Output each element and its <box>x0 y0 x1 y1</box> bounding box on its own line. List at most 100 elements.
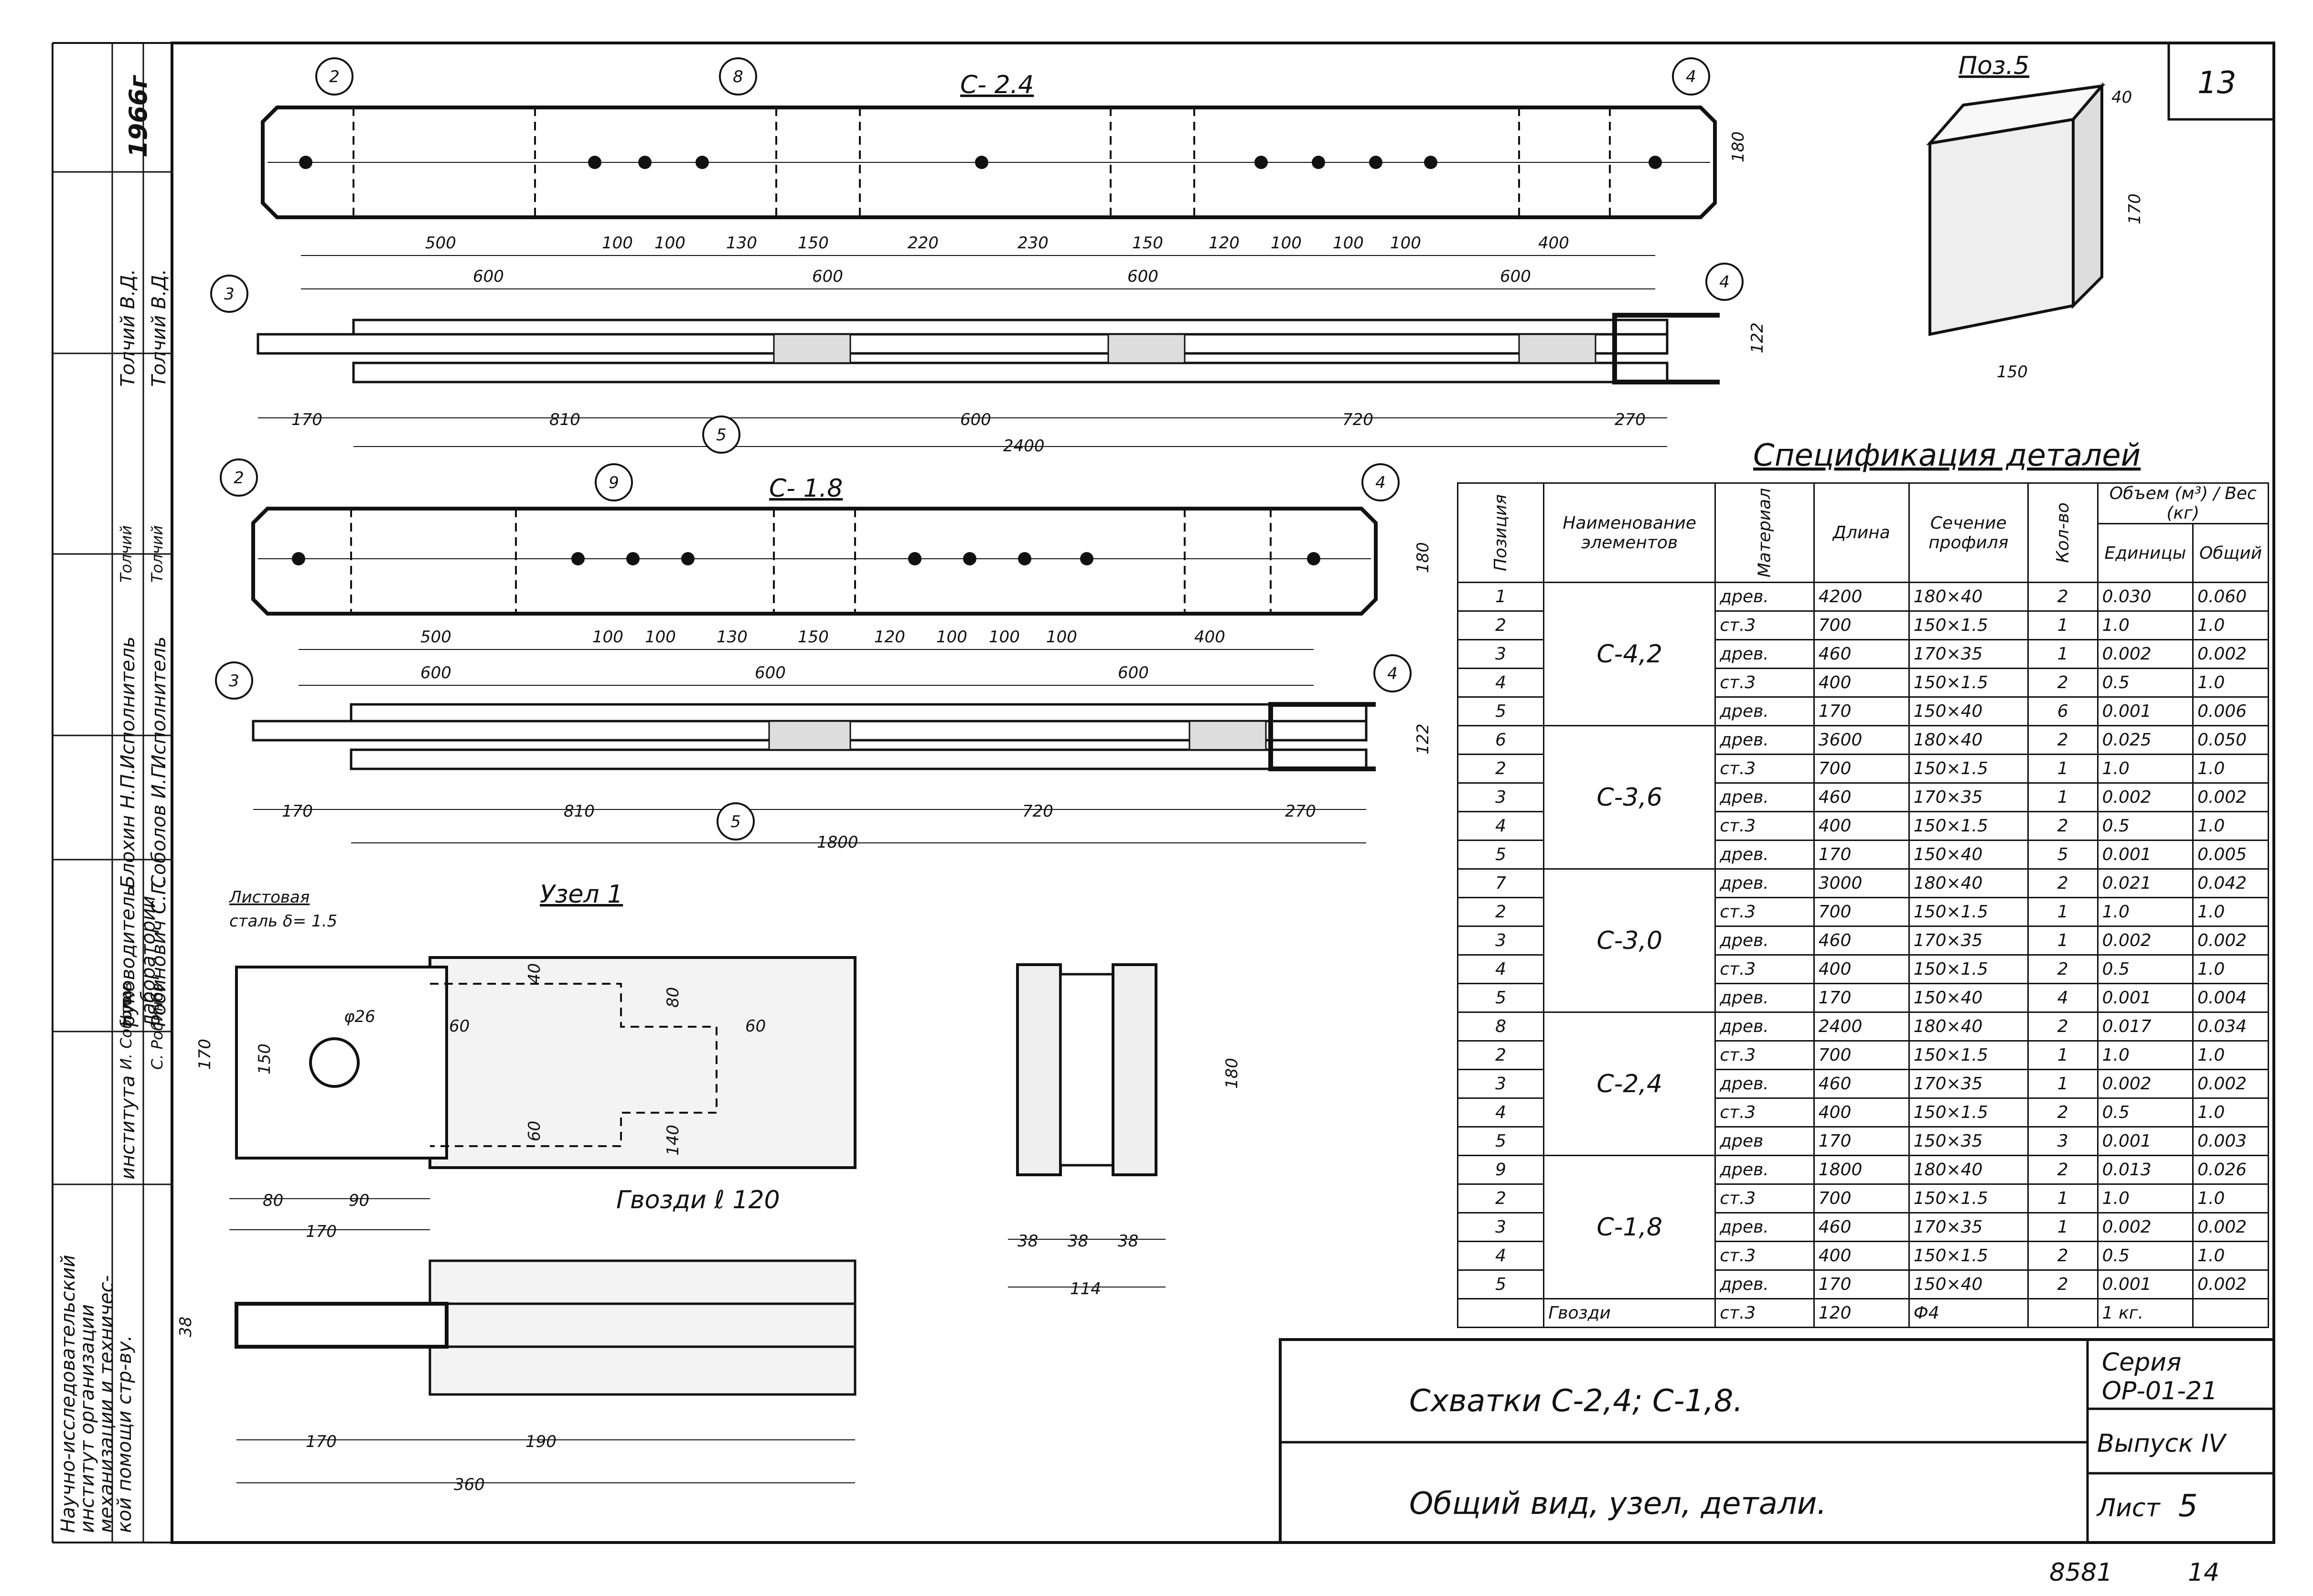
spec-length: 400 <box>1813 954 1910 984</box>
spec-section: 150×1.5 <box>1908 811 2029 841</box>
spec-total: 0.060 <box>2192 582 2269 612</box>
spec-material: древ. <box>1714 582 1815 612</box>
spec-nails-section: Ф4 <box>1908 1298 2029 1328</box>
role-exec-1: Исполнитель <box>117 636 139 769</box>
header-length: Длина <box>1813 482 1910 583</box>
spec-length: 700 <box>1813 754 1910 784</box>
spec-unit: 0.5 <box>2097 668 2194 698</box>
spec-material: ст.3 <box>1714 1241 1815 1271</box>
c24-dim-100d: 100 <box>1333 234 1364 253</box>
side-stamp: 1966г Научно-исследовательский институт … <box>53 43 172 1543</box>
callout-8: 8 <box>733 67 743 86</box>
spec-section: 150×1.5 <box>1908 954 2029 984</box>
spec-material: древ. <box>1714 782 1815 812</box>
spec-unit: 0.030 <box>2097 582 2194 612</box>
spec-section: 150×1.5 <box>1908 897 2029 927</box>
header-name: Наименование элементов <box>1543 482 1716 583</box>
spec-qty: 2 <box>2027 868 2099 898</box>
spec-pos: 3 <box>1456 926 1545 956</box>
spec-total: 0.026 <box>2192 1155 2269 1185</box>
c24-dim-100a: 100 <box>602 234 633 253</box>
spec-unit: 0.001 <box>2097 1126 2194 1156</box>
c24-dim-100b: 100 <box>654 234 685 253</box>
c24-side-170: 170 <box>291 410 322 429</box>
spec-total: 0.002 <box>2192 1269 2269 1299</box>
spec-length: 170 <box>1813 983 1910 1013</box>
spec-title: Спецификация деталей <box>1753 438 2141 473</box>
spec-length: 2400 <box>1813 1011 1910 1042</box>
spec-length: 460 <box>1813 926 1910 956</box>
spec-section: 150×40 <box>1908 840 2029 870</box>
pos5-dim-40: 40 <box>2111 88 2132 107</box>
footer-page: 14 <box>2188 1558 2219 1587</box>
spec-section: 150×1.5 <box>1908 1183 2029 1213</box>
spec-unit: 0.017 <box>2097 1011 2194 1042</box>
spec-group-name: С-2,4 <box>1543 1011 1716 1156</box>
spec-unit: 0.001 <box>2097 983 2194 1013</box>
header-pos: Позиция <box>1456 482 1545 583</box>
spec-length: 460 <box>1813 639 1910 669</box>
spec-material: древ. <box>1714 926 1815 956</box>
spec-section: 170×35 <box>1908 782 2029 812</box>
spec-pos: 4 <box>1456 1241 1545 1271</box>
spec-qty: 2 <box>2027 668 2099 698</box>
spec-section: 150×1.5 <box>1908 610 2029 640</box>
spec-length: 400 <box>1813 1097 1910 1128</box>
header-qty: Кол-во <box>2027 482 2099 583</box>
spec-material: древ. <box>1714 983 1815 1013</box>
spec-nails-material: ст.3 <box>1714 1298 1815 1328</box>
spec-length: 3600 <box>1813 725 1910 755</box>
spec-qty: 1 <box>2027 897 2099 927</box>
spec-nails-qty <box>2027 1298 2099 1328</box>
spec-qty: 1 <box>2027 754 2099 784</box>
spec-qty: 2 <box>2027 1269 2099 1299</box>
spec-pos: 4 <box>1456 811 1545 841</box>
c24-dim-100e: 100 <box>1390 234 1421 253</box>
spec-pos: 3 <box>1456 1069 1545 1099</box>
spec-total: 1.0 <box>2192 754 2269 784</box>
callout-4d: 4 <box>1387 664 1398 683</box>
nails-dim-360: 360 <box>454 1475 485 1494</box>
node-dim-40a: 40 <box>525 963 544 984</box>
spec-pos: 4 <box>1456 668 1545 698</box>
spec-section: 150×35 <box>1908 1126 2029 1156</box>
c18-dim-100d: 100 <box>989 628 1020 647</box>
c24-dim-600d: 600 <box>1500 267 1531 286</box>
nails-note: Гвозди ℓ 120 <box>616 1186 780 1214</box>
spec-unit: 0.001 <box>2097 840 2194 870</box>
spec-section: 150×1.5 <box>1908 754 2029 784</box>
c18-side-720: 720 <box>1022 802 1053 821</box>
callout-5b: 5 <box>730 812 741 831</box>
spec-length: 700 <box>1813 1183 1910 1213</box>
spec-section: 170×35 <box>1908 1069 2029 1099</box>
section-dim-114: 114 <box>1070 1279 1101 1298</box>
spec-unit: 1.0 <box>2097 754 2194 784</box>
section-dim-38a: 38 <box>1017 1232 1038 1251</box>
signature-2: И. Соболов <box>117 981 135 1070</box>
spec-unit: 0.002 <box>2097 782 2194 812</box>
spec-total: 1.0 <box>2192 1241 2269 1271</box>
spec-qty: 5 <box>2027 840 2099 870</box>
spec-length: 460 <box>1813 1212 1910 1242</box>
spec-length: 460 <box>1813 782 1910 812</box>
spec-material: ст.3 <box>1714 1097 1815 1128</box>
node-dim-60b: 60 <box>745 1017 766 1036</box>
spec-section: 150×1.5 <box>1908 1097 2029 1128</box>
spec-total: 1.0 <box>2192 897 2269 927</box>
spec-qty: 4 <box>2027 983 2099 1013</box>
spec-material: древ. <box>1714 1069 1815 1099</box>
c24-dim-120: 120 <box>1209 234 1240 253</box>
year: 1966г <box>124 75 153 158</box>
spec-group-name: С-3,6 <box>1543 725 1716 870</box>
node-dim-80b: 80 <box>664 987 683 1008</box>
spec-pos: 5 <box>1456 983 1545 1013</box>
spec-qty: 2 <box>2027 1155 2099 1185</box>
callout-2a: 2 <box>329 67 340 86</box>
spec-section: 180×40 <box>1908 1011 2029 1042</box>
spec-material: ст.3 <box>1714 668 1815 698</box>
c24-dim-220: 220 <box>908 234 939 253</box>
